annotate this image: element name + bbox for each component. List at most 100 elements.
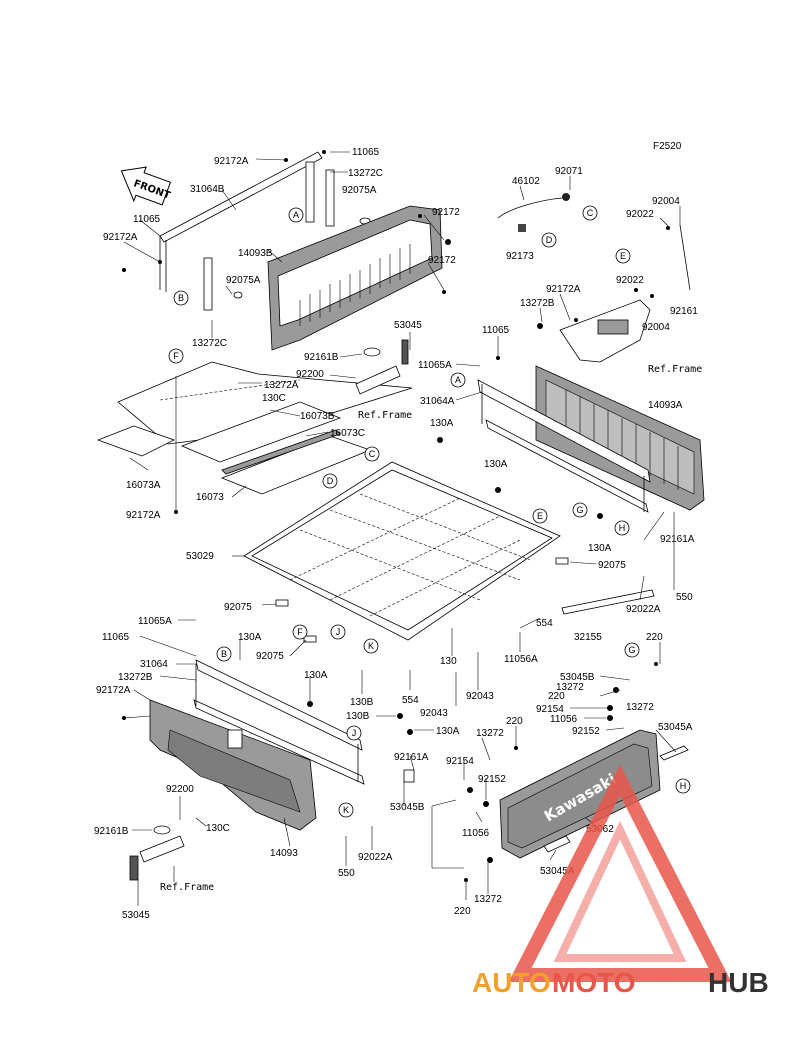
label-92172A: 92172A (214, 156, 249, 167)
label-92022A: 92022A (626, 604, 661, 615)
svg-text:E: E (537, 511, 543, 521)
label-92161B: 92161B (304, 352, 339, 363)
svg-text:B: B (178, 293, 184, 303)
label-16073B: 16073B (300, 411, 335, 422)
watermark-hub: HUB (708, 967, 769, 998)
label-92022: 92022 (616, 275, 644, 286)
label-550: 550 (676, 592, 693, 603)
label-14093: 14093 (270, 848, 298, 859)
label-13272C: 13272C (348, 168, 383, 179)
svg-text:A: A (455, 375, 461, 385)
label-550: 550 (338, 868, 355, 879)
label-13272: 13272 (626, 702, 654, 713)
latch-assembly-upper (355, 339, 409, 395)
label-220: 220 (646, 632, 663, 643)
label-92004: 92004 (642, 322, 670, 333)
label-220: 220 (548, 691, 565, 702)
label-53045A: 53045A (658, 722, 693, 733)
label-11065A: 11065A (138, 616, 172, 627)
label-31064: 31064 (140, 659, 168, 670)
label-92022: 92022 (626, 209, 654, 220)
label-13272: 13272 (476, 728, 504, 739)
label-11065: 11065 (102, 632, 130, 643)
label-14093A: 14093A (648, 400, 683, 411)
label-92172A: 92172A (546, 284, 581, 295)
label-11056A: 11056A (504, 654, 538, 665)
label-130B: 130B (350, 697, 374, 708)
label-31064A: 31064A (420, 396, 455, 407)
label-16073: 16073 (196, 492, 224, 503)
svg-text:J: J (352, 728, 357, 738)
label-554: 554 (402, 695, 419, 706)
label-130B: 130B (346, 711, 370, 722)
label-92075: 92075 (256, 651, 284, 662)
label-130A: 130A (484, 459, 508, 470)
watermark-auto: AUTO (472, 967, 551, 998)
fasteners (122, 150, 658, 882)
support-bar (561, 589, 655, 615)
label-16073C: 16073C (330, 428, 365, 439)
cable-assembly (497, 193, 570, 232)
bed-floor (243, 461, 569, 643)
label-11065: 11065 (133, 214, 161, 225)
right-side-wall (477, 365, 705, 513)
label-53029: 53029 (186, 551, 214, 562)
label-92071: 92071 (555, 166, 583, 177)
label-13272: 13272 (556, 682, 584, 693)
label-11065: 11065 (482, 325, 510, 336)
watermark-logo: AUTO MOTO HUB (472, 764, 769, 998)
floor-mats (96, 361, 413, 495)
label-92161B: 92161B (94, 826, 129, 837)
label-53045: 53045 (122, 910, 150, 921)
label-130A: 130A (304, 670, 328, 681)
label-92161: 92161 (670, 306, 698, 317)
label-92172: 92172 (432, 207, 460, 218)
label-92075A: 92075A (342, 185, 377, 196)
label-92173: 92173 (506, 251, 534, 262)
label-11056: 11056 (462, 828, 490, 839)
label-92200: 92200 (296, 369, 324, 380)
svg-text:C: C (369, 449, 376, 459)
label-11065A: 11065A (418, 360, 452, 371)
svg-text:B: B (221, 649, 227, 659)
svg-text:E: E (620, 251, 626, 261)
label-92172: 92172 (428, 255, 456, 266)
label-130C: 130C (206, 823, 230, 834)
svg-text:D: D (327, 476, 334, 486)
label-220: 220 (454, 906, 471, 917)
svg-text:G: G (628, 645, 635, 655)
svg-text:J: J (336, 627, 341, 637)
diagram-code: F2520 (653, 141, 682, 152)
label-92075: 92075 (598, 560, 626, 571)
label-92152: 92152 (478, 774, 506, 785)
label-13272A: 13272A (264, 380, 299, 391)
label-92043: 92043 (420, 708, 448, 719)
svg-text:F: F (297, 627, 303, 637)
label-92200: 92200 (166, 784, 194, 795)
front-arrow-icon: FRONT (120, 166, 172, 206)
ref-frame-label: Ref.Frame (648, 364, 702, 375)
label-46102: 46102 (512, 176, 540, 187)
leader-lines (123, 151, 681, 906)
svg-text:C: C (587, 208, 594, 218)
svg-text:H: H (680, 781, 687, 791)
label-13272B: 13272B (118, 672, 153, 683)
label-13272B: 13272B (520, 298, 555, 309)
svg-text:K: K (368, 641, 374, 651)
label-32155: 32155 (574, 632, 602, 643)
label-554: 554 (536, 618, 553, 629)
label-92172A: 92172A (96, 685, 131, 696)
label-92154: 92154 (536, 704, 564, 715)
label-92043: 92043 (466, 691, 494, 702)
label-92161A: 92161A (394, 752, 429, 763)
svg-text:F: F (173, 351, 179, 361)
latch-assembly-lower (129, 825, 185, 881)
label-130C: 130C (262, 393, 286, 404)
label-92161A: 92161A (660, 534, 695, 545)
svg-text:H: H (619, 523, 626, 533)
label-92152: 92152 (572, 726, 600, 737)
ref-frame-label: Ref.Frame (358, 410, 412, 421)
callout-circles: A B C D E F A C D E G H F J K B G J K H (168, 205, 691, 818)
label-53045: 53045 (394, 320, 422, 331)
